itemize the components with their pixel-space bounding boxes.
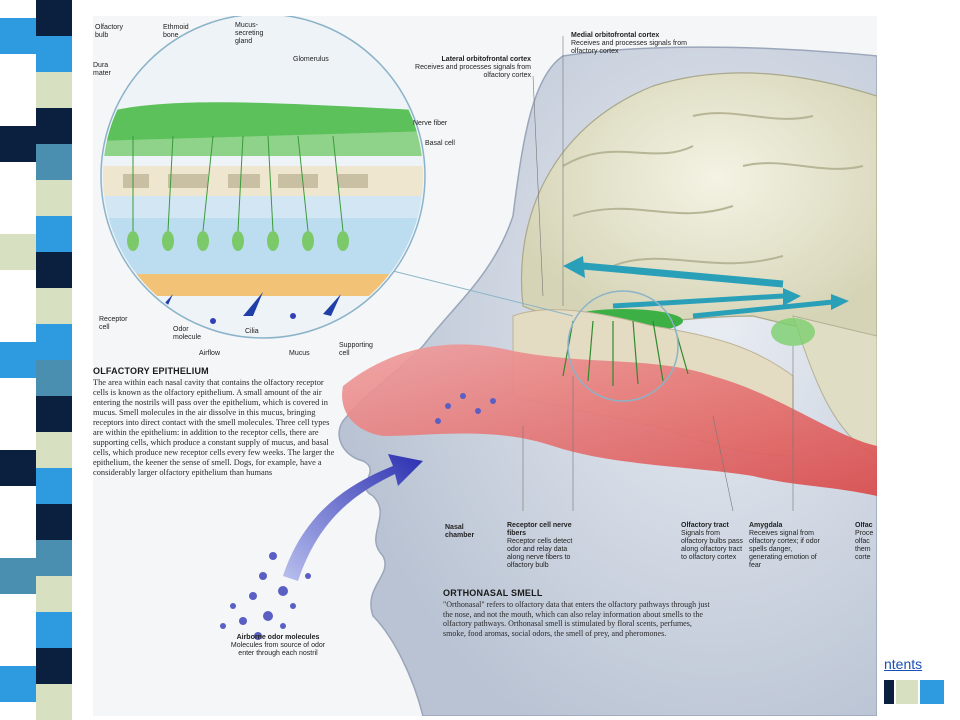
label-lateral-ofc: Lateral orbitofrontal cortex Receives an… [413, 56, 531, 80]
label-airflow: Airflow [199, 350, 221, 357]
label-ethmoid-bone: Ethmoid bone [163, 24, 189, 39]
anatomy-drawing [100, 16, 877, 716]
strip-square [36, 180, 72, 216]
strip-square [36, 468, 72, 504]
label-amygdala-title: Amygdala [749, 522, 783, 529]
label-nasal-chamber: Nasal chamber [445, 524, 479, 540]
strip-square [36, 324, 72, 360]
strip-square [36, 108, 72, 144]
label-mucus: Mucus [289, 350, 310, 357]
airflow-arrow [283, 454, 423, 581]
label-medial-ofc-title: Medial orbitofrontal cortex [571, 32, 660, 39]
label-cilia: Cilia [245, 328, 259, 335]
strip-square [36, 216, 72, 252]
label-lateral-ofc-desc: Receives and processes signals from olfa… [415, 64, 531, 79]
label-olfactory-tract: Olfactory tract Signals from olfactory b… [681, 522, 745, 562]
label-airborne-odor-title: Airborne odor molecules [236, 634, 320, 641]
strip-square [36, 360, 72, 396]
strip-square [36, 612, 72, 648]
label-odor-molecule: Odor molecule [173, 326, 202, 341]
nav-button-dark[interactable] [884, 680, 894, 704]
label-receptor-fibers: Receptor cell nerve fibers Receptor cell… [507, 522, 579, 570]
strip-square [36, 576, 72, 612]
nav-button-blue[interactable] [920, 680, 944, 704]
left-decorative-strip [0, 0, 72, 720]
epithelium-text: The area within each nasal cavity that c… [93, 378, 335, 477]
label-olfactory-tract-title: Olfactory tract [681, 522, 729, 529]
strip-square [0, 234, 36, 270]
label-medial-ofc-desc: Receives and processes signals from olfa… [571, 40, 687, 55]
strip-square [36, 72, 72, 108]
strip-square [36, 0, 72, 36]
label-nasal-chamber-title: Nasal chamber [445, 524, 475, 539]
strip-square [36, 648, 72, 684]
label-olfactory-cortex-cut-desc: Proce olfac them corte [855, 530, 874, 561]
label-mucus-gland: Mucus-secreting gland [235, 22, 264, 45]
olfaction-illustration: Olfactory bulb Dura mater Ethmoid bone M… [93, 16, 877, 716]
strip-square [36, 252, 72, 288]
strip-square [0, 558, 36, 594]
orthonasal-heading: ORTHONASAL SMELL [443, 588, 543, 598]
label-receptor-fibers-title: Receptor cell nerve fibers [507, 522, 572, 537]
nav-buttons[interactable] [884, 680, 944, 704]
strip-square [0, 18, 36, 54]
label-olfactory-cortex-cut: Olfac Proce olfac them corte [855, 522, 877, 562]
label-amygdala-desc: Receives signal from olfactory cortex; i… [749, 530, 820, 569]
label-olfactory-bulb: Olfactory bulb [95, 24, 124, 39]
label-olfactory-cortex-cut-title: Olfac [855, 522, 873, 529]
inset-epithelium [100, 16, 426, 339]
strip-square [36, 36, 72, 72]
nav-button-light[interactable] [896, 680, 918, 704]
epithelium-heading: OLFACTORY EPITHELIUM [93, 366, 209, 376]
label-amygdala: Amygdala Receives signal from olfactory … [749, 522, 821, 570]
nasal-cavity [342, 344, 877, 496]
amygdala-region [771, 318, 815, 346]
strip-square [0, 666, 36, 702]
strip-square [36, 432, 72, 468]
strip-square [36, 144, 72, 180]
strip-square [36, 684, 72, 720]
label-airborne-odor: Airborne odor molecules Molecules from s… [223, 634, 333, 658]
label-supporting-cell: Supporting cell [339, 342, 373, 357]
contents-link[interactable]: ntents [884, 656, 923, 672]
strip-square [0, 342, 36, 378]
strip-square [36, 540, 72, 576]
label-medial-ofc: Medial orbitofrontal cortex Receives and… [571, 32, 711, 56]
label-basal-cell: Basal cell [425, 140, 455, 147]
label-olfactory-tract-desc: Signals from olfactory bulbs pass along … [681, 530, 743, 561]
orthonasal-text: "Orthonasal" refers to olfactory data th… [443, 600, 710, 638]
strip-square [0, 126, 36, 162]
label-dura-mater: Dura mater [93, 62, 111, 77]
label-nerve-fiber: Nerve fiber [413, 120, 448, 127]
strip-square [36, 288, 72, 324]
label-receptor-cell: Receptor cell [99, 316, 128, 331]
strip-square [36, 504, 72, 540]
label-receptor-fibers-desc: Receptor cells detect odor and relay dat… [507, 538, 573, 569]
strip-square [36, 396, 72, 432]
strip-square [0, 450, 36, 486]
label-lateral-ofc-title: Lateral orbitofrontal cortex [441, 56, 531, 63]
label-airborne-odor-desc: Molecules from source of odor enter thro… [230, 642, 326, 657]
label-glomerulus: Glomerulus [293, 56, 329, 63]
